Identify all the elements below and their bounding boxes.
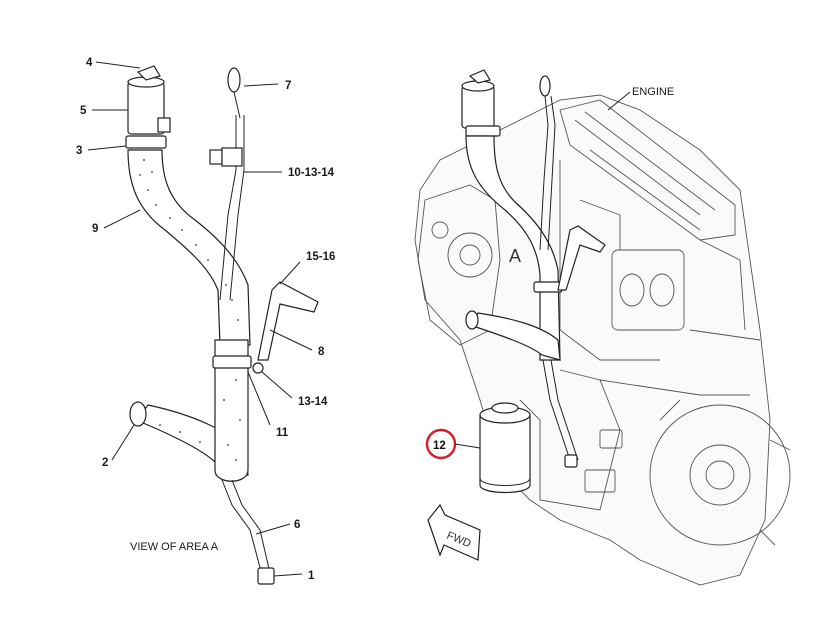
callout-7: 7 xyxy=(285,80,291,92)
forward-direction-arrow: FWD xyxy=(427,503,481,561)
dipstick-tube-lower xyxy=(221,479,271,576)
engine-drain-hose xyxy=(469,312,561,361)
breather-valve xyxy=(136,65,161,81)
highlight-callout-12: 12 xyxy=(433,440,446,452)
tube-clip-bracket xyxy=(221,147,243,167)
fwd-arrow-icon xyxy=(427,503,481,561)
engine-block xyxy=(414,94,771,586)
flywheel-housing xyxy=(649,404,791,546)
oil-filter-body xyxy=(479,414,531,494)
dipstick-tube xyxy=(219,115,245,301)
bracket-bolt xyxy=(252,362,264,374)
callout-5: 5 xyxy=(80,105,87,117)
callout-10-13-14: 10-13-14 xyxy=(288,167,335,179)
intake-port-1 xyxy=(619,273,645,307)
hose-clamp-middle xyxy=(212,355,252,369)
breather-hose xyxy=(127,149,251,346)
callout-2: 2 xyxy=(102,457,108,469)
tube-fitting xyxy=(257,567,275,585)
callout-13-14: 13-14 xyxy=(298,396,328,408)
engine-dipstick-tube xyxy=(539,95,556,251)
area-marker: A xyxy=(509,246,521,266)
callout-4: 4 xyxy=(86,57,93,69)
hose-clamp-lower xyxy=(129,401,147,427)
hose-clamp-top xyxy=(125,135,167,149)
callout-1: 1 xyxy=(308,570,315,582)
valve-cover xyxy=(559,99,736,241)
breather-assembly-detail xyxy=(125,65,319,585)
hose-vertical-segment xyxy=(214,339,249,482)
callout-15-16: 15-16 xyxy=(306,251,335,263)
leader-lines-left xyxy=(87,61,313,577)
clamp-bolt xyxy=(157,117,171,133)
engine-breather-assembly xyxy=(461,69,606,468)
callout-9: 9 xyxy=(92,223,98,235)
callout-8: 8 xyxy=(318,346,325,358)
intake-port-2 xyxy=(649,273,675,307)
engine-breather-canister xyxy=(461,85,495,129)
dipstick-handle xyxy=(227,67,241,93)
support-bracket xyxy=(257,281,319,361)
callout-6: 6 xyxy=(294,519,300,531)
oil-filter xyxy=(479,402,531,494)
callout-3: 3 xyxy=(76,145,82,157)
engine-label: ENGINE xyxy=(632,86,674,98)
tube-clip xyxy=(209,149,223,165)
view-caption: VIEW OF AREA A xyxy=(130,541,219,553)
callout-11: 11 xyxy=(276,427,289,439)
engine-dipstick-handle xyxy=(539,75,551,97)
